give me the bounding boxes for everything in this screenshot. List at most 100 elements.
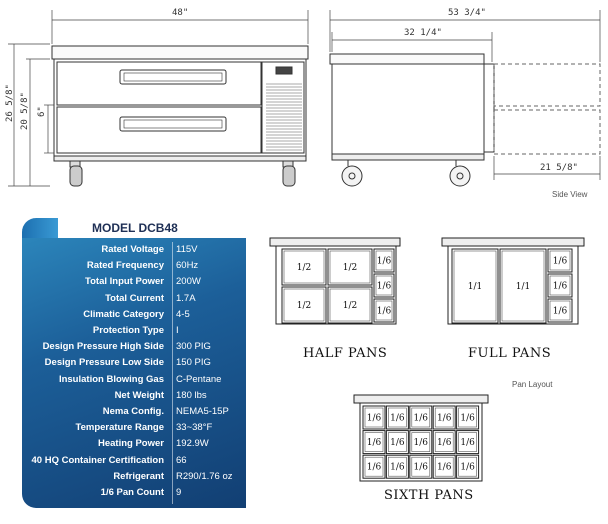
full-pan: 1/1 bbox=[451, 248, 499, 324]
spec-row: Climatic Category 4-5 bbox=[22, 307, 246, 323]
pan-size-label: 1/6 bbox=[390, 414, 405, 424]
sixth-pan: 1/6 bbox=[385, 454, 409, 479]
pan-size-label: 1/6 bbox=[367, 414, 382, 424]
sixth-pan: 1/6 bbox=[547, 273, 573, 298]
pan-size-label: 1/6 bbox=[553, 257, 568, 267]
drawer-height-dim: 6" bbox=[37, 106, 47, 117]
spec-label: Rated Frequency bbox=[86, 260, 164, 272]
spec-value: 60Hz bbox=[176, 260, 199, 272]
sixth-pan: 1/6 bbox=[432, 430, 456, 455]
full-pans-title: FULL PANS bbox=[468, 346, 552, 361]
spec-header-accent bbox=[22, 218, 58, 238]
spec-label: Insulation Blowing Gas bbox=[58, 373, 164, 385]
spec-value: C-Pentane bbox=[176, 373, 222, 385]
spec-label: Refrigerant bbox=[113, 470, 164, 482]
half-pan: 1/2 bbox=[327, 286, 373, 324]
sixth-pan: 1/6 bbox=[432, 405, 456, 430]
spec-label: Temperature Range bbox=[75, 422, 164, 434]
sixth-pan: 1/6 bbox=[409, 454, 433, 479]
sixth-pan: 1/6 bbox=[373, 273, 395, 298]
spec-row: Rated Frequency 60Hz bbox=[22, 258, 246, 274]
spec-label: Heating Power bbox=[98, 438, 164, 450]
pan-size-label: 1/6 bbox=[553, 282, 568, 292]
pan-size-label: 1/6 bbox=[390, 463, 405, 473]
pan-size-label: 1/6 bbox=[460, 438, 475, 448]
sixth-pan: 1/6 bbox=[409, 430, 433, 455]
half-pan: 1/2 bbox=[281, 248, 327, 286]
overall-height-dim: 26 5/8" bbox=[5, 84, 15, 122]
front-width-dim: 48" bbox=[172, 8, 188, 18]
pan-size-label: 1/2 bbox=[343, 263, 357, 273]
spec-divider bbox=[172, 242, 173, 504]
spec-value: NEMA5-15P bbox=[176, 406, 229, 417]
spec-row: Refrigerant R290/1.76 oz bbox=[22, 469, 246, 485]
spec-label: Nema Config. bbox=[102, 406, 164, 417]
spec-value: 1.7A bbox=[176, 292, 196, 304]
spec-label: Design Pressure Low Side bbox=[44, 357, 164, 369]
pan-size-label: 1/2 bbox=[297, 301, 311, 311]
sixth-pan: 1/6 bbox=[456, 430, 480, 455]
half-pans-title: HALF PANS bbox=[303, 346, 388, 361]
pan-size-label: 1/6 bbox=[367, 438, 382, 448]
sixth-pan: 1/6 bbox=[456, 454, 480, 479]
cabinet-height-dim: 20 5/8" bbox=[20, 92, 30, 130]
pan-size-label: 1/6 bbox=[437, 414, 452, 424]
side-depth-dim: 32 1/4" bbox=[404, 28, 442, 38]
drawer-extension-dim: 21 5/8" bbox=[540, 163, 578, 173]
spec-label: Climatic Category bbox=[83, 308, 164, 320]
full-pan: 1/1 bbox=[499, 248, 547, 324]
sixth-pan: 1/6 bbox=[547, 298, 573, 323]
spec-value: 180 lbs bbox=[176, 389, 207, 401]
sixth-pan: 1/6 bbox=[373, 248, 395, 273]
pan-size-label: 1/6 bbox=[414, 463, 429, 473]
spec-label: Design Pressure High Side bbox=[42, 341, 164, 353]
pan-size-label: 1/6 bbox=[367, 463, 382, 473]
spec-value: I bbox=[176, 325, 179, 336]
sixth-pan: 1/6 bbox=[409, 405, 433, 430]
spec-label: Rated Voltage bbox=[101, 244, 164, 255]
sixth-pan: 1/6 bbox=[385, 405, 409, 430]
spec-row: Total Current 1.7A bbox=[22, 291, 246, 307]
spec-value: 4-5 bbox=[176, 308, 190, 320]
pan-size-label: 1/2 bbox=[297, 263, 311, 273]
sixth-pans-tray bbox=[353, 394, 489, 482]
pan-size-label: 1/1 bbox=[468, 282, 482, 292]
model-title: MODEL DCB48 bbox=[92, 221, 178, 235]
spec-row: Insulation Blowing Gas C-Pentane bbox=[22, 372, 246, 388]
spec-value: 115V bbox=[176, 244, 198, 255]
pan-size-label: 1/6 bbox=[390, 438, 405, 448]
pan-size-label: 1/6 bbox=[414, 438, 429, 448]
pan-size-label: 1/6 bbox=[414, 414, 429, 424]
pan-size-label: 1/6 bbox=[377, 282, 392, 292]
spec-label: Total Current bbox=[105, 292, 164, 304]
spec-label: 1/6 Pan Count bbox=[100, 487, 164, 498]
spec-row: Nema Config. NEMA5-15P bbox=[22, 404, 246, 420]
sixth-pan: 1/6 bbox=[456, 405, 480, 430]
extended-depth-dim: 53 3/4" bbox=[448, 8, 486, 18]
technical-drawing: 48" 26 5/8" 20 5/8" 6" 53 3/4" 32 1/4" 2… bbox=[5, 8, 601, 187]
sixth-pan: 1/6 bbox=[432, 454, 456, 479]
front-vent-grille bbox=[266, 83, 302, 151]
spec-value: 33~38°F bbox=[176, 422, 213, 434]
spec-label: Protection Type bbox=[92, 325, 164, 336]
front-view bbox=[51, 45, 309, 187]
front-dimension-lines bbox=[8, 10, 309, 187]
sixth-pan: 1/6 bbox=[385, 430, 409, 455]
spec-label: 40 HQ Container Certification bbox=[31, 454, 165, 466]
pan-layout-note: Pan Layout bbox=[512, 380, 553, 389]
spec-label: Net Weight bbox=[114, 389, 164, 401]
sixth-pan: 1/6 bbox=[362, 405, 386, 430]
sixth-pan: 1/6 bbox=[547, 248, 573, 273]
spec-value: R290/1.76 oz bbox=[176, 470, 233, 482]
half-pan: 1/2 bbox=[281, 286, 327, 324]
side-dimension-lines bbox=[329, 10, 601, 180]
spec-header bbox=[22, 218, 246, 238]
spec-value: 9 bbox=[176, 487, 182, 498]
pan-size-label: 1/6 bbox=[437, 463, 452, 473]
sixth-pan: 1/6 bbox=[362, 430, 386, 455]
half-pans-tray bbox=[269, 237, 401, 325]
